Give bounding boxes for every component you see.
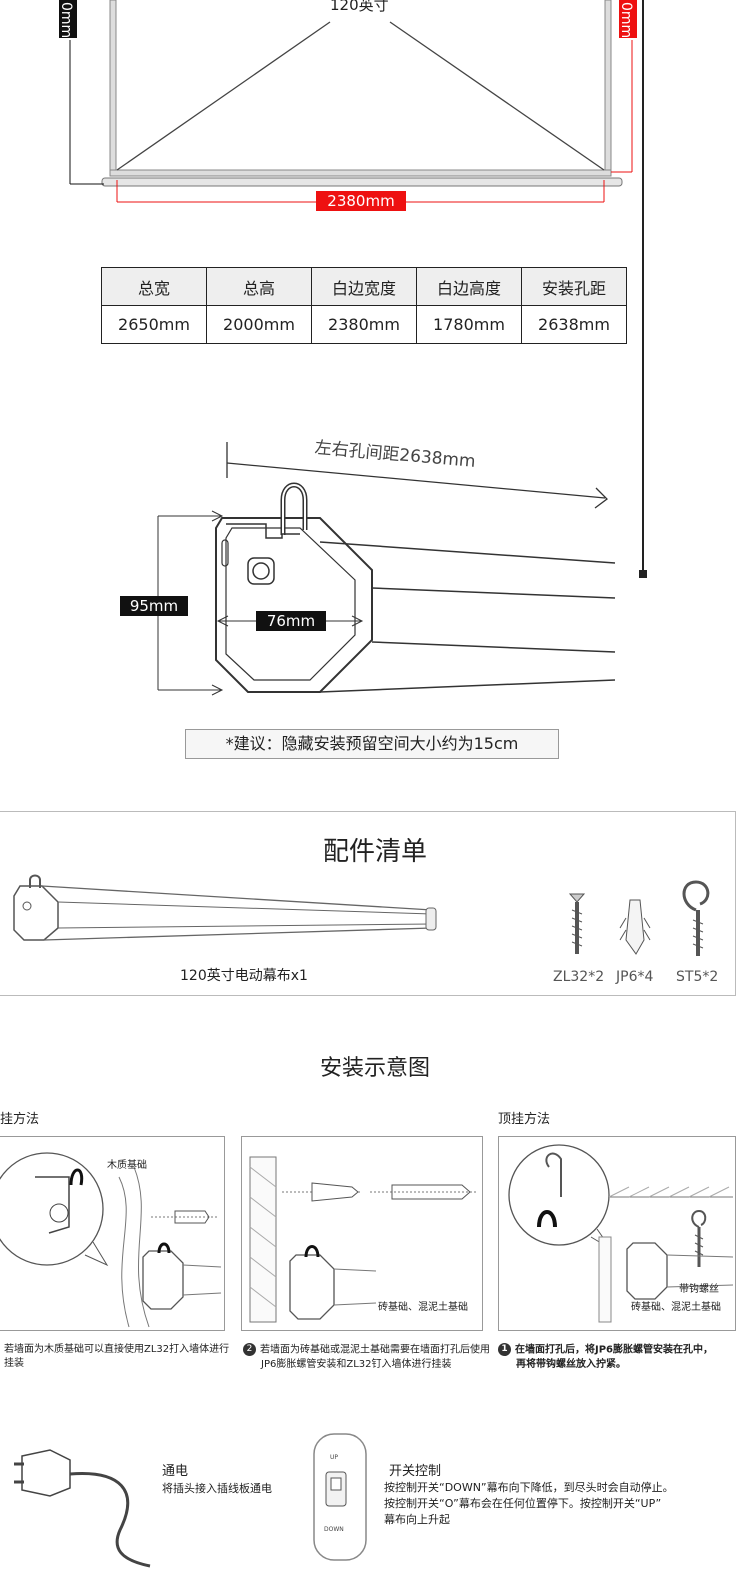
caption-brick-line1: 若墙面为砖基础或混泥土基础需要在墙面打孔后使用 (260, 1344, 490, 1356)
switch-title: 开关控制 (389, 1464, 442, 1479)
pull-cord (639, 250, 647, 578)
spec-table: 总宽 总高 白边宽度 白边高度 安装孔距 2650mm 2000mm 2380m… (101, 267, 627, 344)
spec-value-hole-distance: 2638mm (521, 305, 627, 344)
accessory-zl32-label: ZL32*2 (553, 969, 605, 985)
power-plug-icon (14, 1449, 151, 1568)
spec-header-total-width: 总宽 (101, 267, 207, 306)
install-panel-ceiling: 带钩螺丝 砖基础、混泥土基础 (498, 1136, 736, 1331)
step-1-badge: 1 (498, 1343, 511, 1356)
caption-brick: 2 若墙面为砖基础或混泥土基础需要在墙面打孔后使用 JP6膨胀螺管安装和ZL32钉… (243, 1343, 493, 1372)
ceiling-mount-heading: 顶挂方法 (498, 1112, 551, 1127)
depth-dimension-label: 76mm (256, 611, 326, 631)
caption-wood: 若墙面为木质基础可以直接使用ZL32打入墙体进行 挂装 (4, 1343, 234, 1371)
hook-screw-label: 带钩螺丝 (679, 1284, 719, 1295)
spec-header-hole-distance: 安装孔距 (521, 267, 627, 306)
power-title: 通电 (162, 1464, 189, 1479)
install-panel-brick: 砖基础、混泥土基础 (241, 1136, 483, 1331)
accessories-illustration (13, 874, 710, 956)
remote-switch-icon (313, 1433, 367, 1561)
spec-header-border-height: 白边高度 (416, 267, 522, 306)
spec-value-total-width: 2650mm (101, 305, 207, 344)
accessory-screen-label: 120英寸电动幕布x1 (180, 968, 308, 984)
accessory-jp6-label: JP6*4 (616, 969, 654, 985)
switch-desc-line3: 幕布向上升起 (384, 1513, 450, 1526)
brick-base-label: 砖基础、混泥土基础 (378, 1302, 468, 1313)
caption-wood-line2: 挂装 (4, 1358, 24, 1369)
left-dimension-label: 0mm (58, 0, 77, 38)
screen-size-label: 120英寸 (330, 0, 389, 14)
right-dimension-label: 0mm (618, 0, 637, 38)
spec-value-border-height: 1780mm (416, 305, 522, 344)
power-description: 将插头接入插线板通电 (162, 1482, 272, 1495)
caption-ceiling: 1 在墙面打孔后，将JP6膨胀螺管安装在孔中， 再将带钩螺丝放入拧紧。 (498, 1343, 748, 1372)
caption-wood-line1: 若墙面为木质基础可以直接使用ZL32打入墙体进行 (4, 1344, 230, 1355)
installation-space-note: *建议：隐藏安装预留空间大小约为15cm (185, 729, 559, 759)
step-2-badge: 2 (243, 1343, 256, 1356)
screen-front-diagram (69, 0, 644, 250)
switch-down-text: DOWN (324, 1526, 344, 1533)
ceiling-mount-illustration (508, 1144, 734, 1323)
accessories-title: 配件清单 (322, 837, 427, 867)
accessory-st5-label: ST5*2 (676, 969, 719, 985)
caption-ceiling-line2: 再将带钩螺丝放入拧紧。 (516, 1358, 626, 1370)
spec-header-total-height: 总高 (206, 267, 312, 306)
switch-up-text: UP (330, 1454, 339, 1461)
caption-ceiling-line1: 在墙面打孔后，将JP6膨胀螺管安装在孔中， (515, 1344, 714, 1356)
install-panel-wood: 木质基础 (0, 1136, 225, 1331)
ceiling-brick-base-label: 砖基础、混泥土基础 (631, 1302, 721, 1313)
spec-table-value-row: 2650mm 2000mm 2380mm 1780mm 2638mm (101, 305, 627, 344)
switch-desc-line1: 按控制开关“DOWN”幕布向下降低，到尽头时会自动停止。 (384, 1481, 674, 1494)
accessories-box (0, 811, 736, 996)
spec-header-border-width: 白边宽度 (311, 267, 417, 306)
switch-desc-line2: 按控制开关“O”幕布会在任何位置停下。按控制开关“UP” (384, 1497, 662, 1510)
wall-mount-heading: 挂方法 (0, 1112, 40, 1127)
installation-title: 安装示意图 (319, 1056, 430, 1081)
spec-table-header-row: 总宽 总高 白边宽度 白边高度 安装孔距 (101, 267, 627, 306)
housing-profile-diagram (157, 442, 616, 696)
caption-brick-line2: JP6膨胀螺管安装和ZL32钉入墙体进行挂装 (261, 1358, 452, 1370)
height-dimension-label: 95mm (120, 596, 188, 616)
width-dimension-label: 2380mm (316, 191, 406, 211)
wood-base-label: 木质基础 (107, 1160, 147, 1171)
switch-description: 按控制开关“DOWN”幕布向下降低，到尽头时会自动停止。 按控制开关“O”幕布会… (384, 1480, 744, 1528)
wood-mount-illustration (0, 1152, 222, 1328)
brick-mount-illustration (249, 1156, 476, 1323)
spec-value-total-height: 2000mm (206, 305, 312, 344)
spec-value-border-width: 2380mm (311, 305, 417, 344)
